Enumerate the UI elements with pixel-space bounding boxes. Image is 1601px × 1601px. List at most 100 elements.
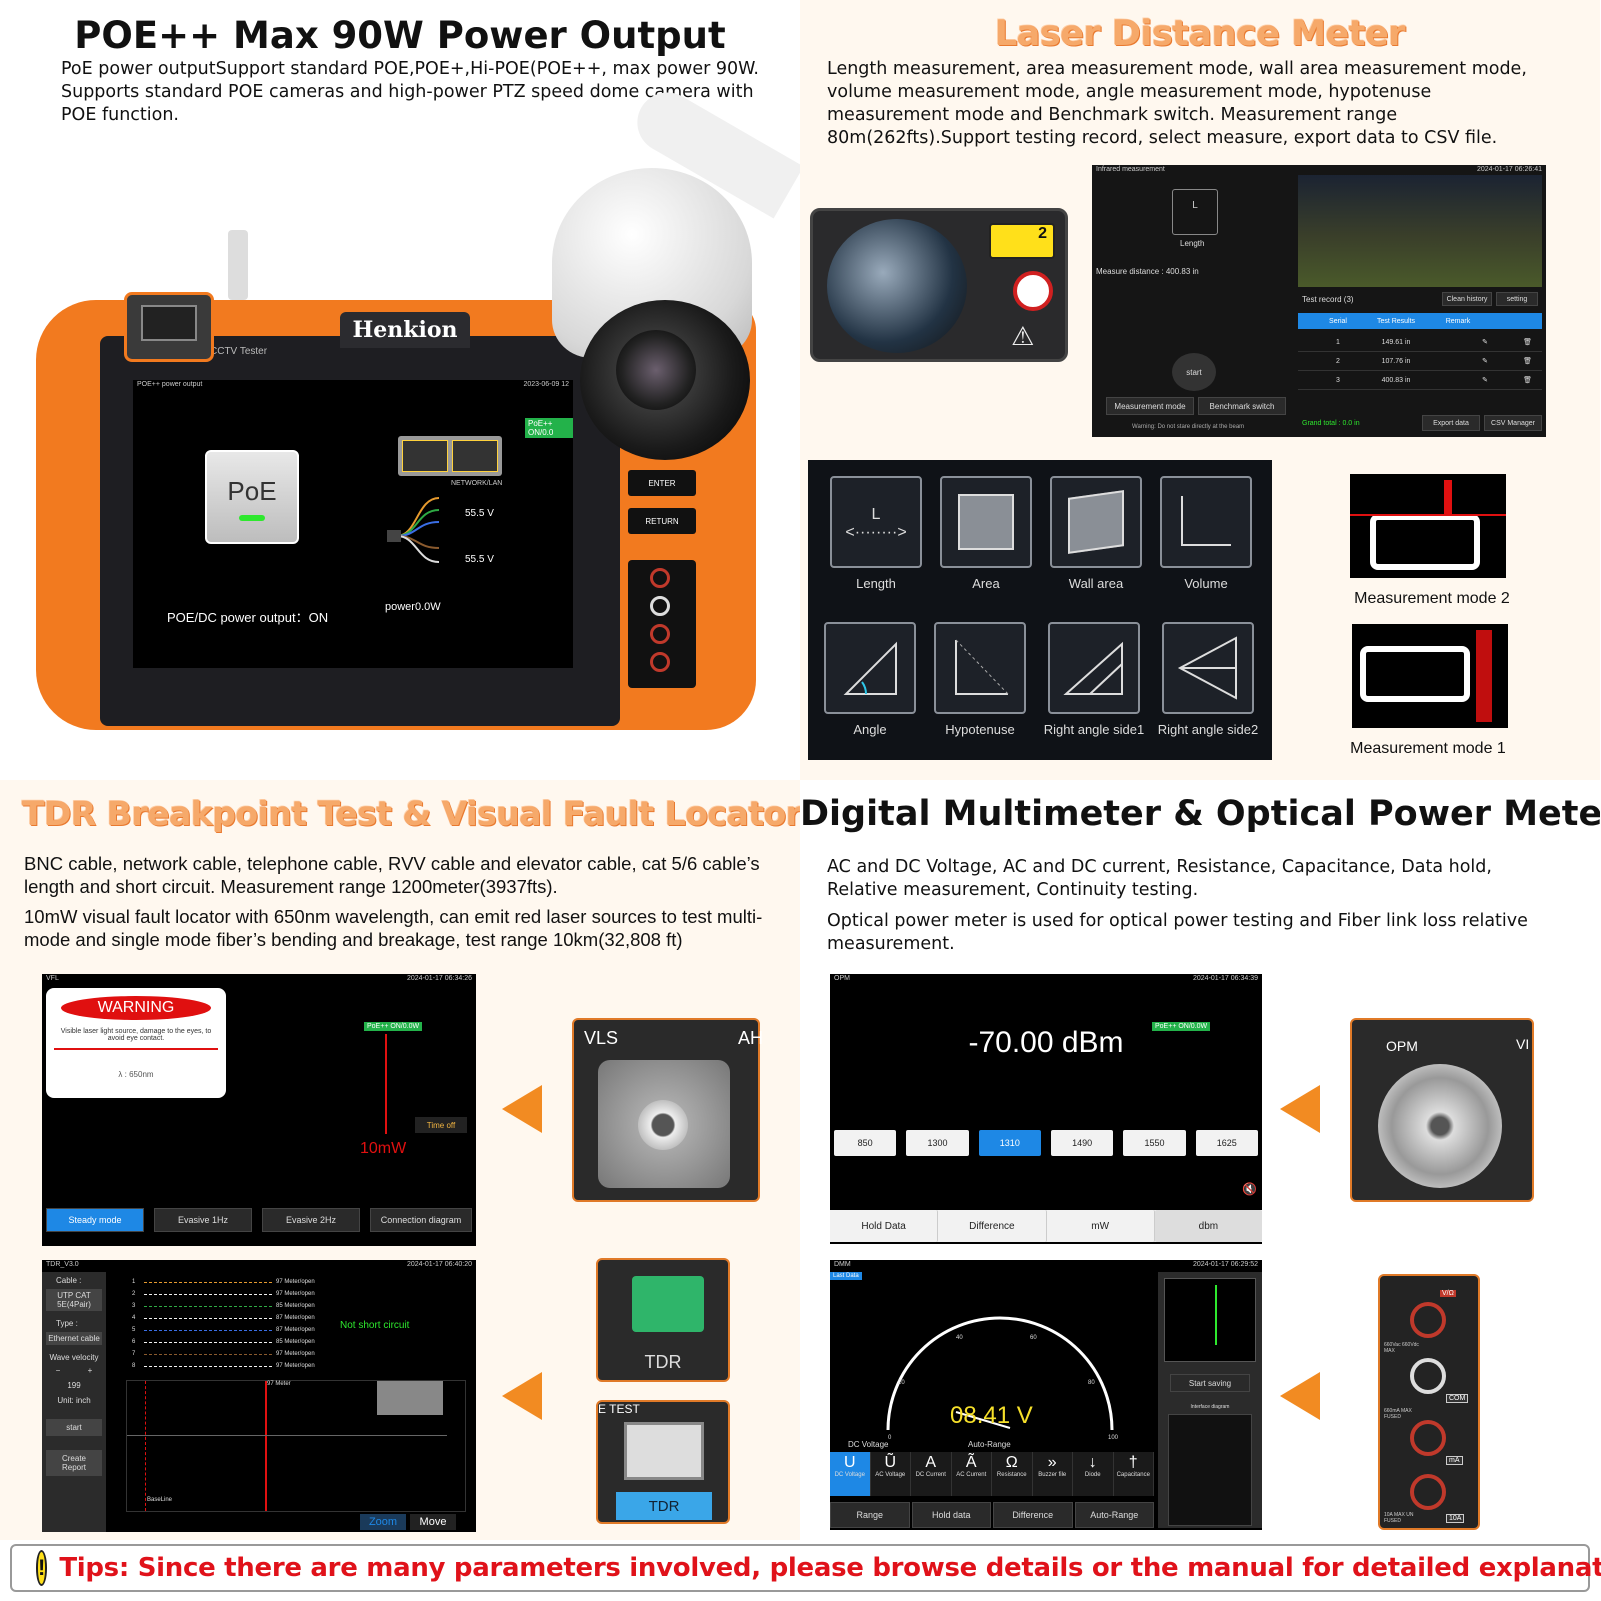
benchmark-switch-button[interactable]: Benchmark switch (1198, 397, 1286, 415)
wavelength-1490-button[interactable]: 1490 (1050, 1130, 1114, 1156)
type-value[interactable]: Ethernet cable (46, 1332, 102, 1345)
dbm-button[interactable]: dbm (1154, 1210, 1262, 1242)
mode-right-angle-side1-tile[interactable] (1048, 622, 1140, 714)
last-data-tag[interactable]: Last Data (830, 1272, 862, 1280)
velocity-minus-button[interactable]: − (55, 1366, 61, 1375)
mode-length-tile[interactable]: L<········> (830, 476, 922, 568)
steady-mode-button[interactable]: Steady mode (46, 1208, 144, 1232)
pair-line (144, 1353, 272, 1355)
poe-toggle-button[interactable]: PoE (205, 450, 299, 544)
start-saving-button[interactable]: Start saving (1170, 1374, 1250, 1392)
return-button[interactable]: RETURN (628, 508, 696, 534)
mode-volume-tile[interactable] (1160, 476, 1252, 568)
mode-right-angle-side2-tile[interactable] (1162, 622, 1254, 714)
function-icon: ↓ (1088, 1454, 1097, 1471)
row-serial: 3 (1336, 376, 1340, 384)
vls-side-label: AH (738, 1028, 764, 1048)
mode-length-label: Length (856, 576, 896, 591)
wavelength-1310-button[interactable]: 1310 (978, 1130, 1041, 1156)
cable-value[interactable]: UTP CAT 5E(4Pair) (46, 1289, 102, 1311)
wavelength-850-button[interactable]: 850 (834, 1130, 897, 1156)
function-diode-button[interactable]: ↓Diode (1073, 1452, 1114, 1496)
rj45-port (124, 292, 214, 362)
start-button[interactable]: start (1172, 353, 1216, 391)
mode-hypotenuse-tile[interactable] (934, 622, 1026, 714)
clean-history-button[interactable]: Clean history (1442, 292, 1492, 306)
edit-icon[interactable]: ✎ (1482, 358, 1488, 365)
edit-icon[interactable]: ✎ (1482, 339, 1488, 346)
wavelength-1300-button[interactable]: 1300 (906, 1130, 969, 1156)
power-value: power0.0W (385, 601, 441, 613)
vfl-poe-tag: PoE++ ON/0.0W (364, 1022, 423, 1031)
hold-data-button[interactable]: Hold Data (830, 1210, 939, 1242)
measurement-mode-button[interactable]: Measurement mode (1106, 397, 1194, 415)
csv-manager-button[interactable]: CSV Manager (1484, 415, 1542, 431)
create-report-button[interactable]: Create Report (46, 1450, 102, 1476)
cursor-marker[interactable] (265, 1381, 267, 1511)
difference-dmm-button[interactable]: Difference (993, 1502, 1073, 1528)
function-icon: A (925, 1454, 937, 1471)
connection-diagram-button[interactable]: Connection diagram (370, 1208, 472, 1232)
function-label: AC Voltage (875, 1472, 906, 1478)
velocity-plus-button[interactable]: + (87, 1366, 93, 1375)
jack-label-ma: mA (1446, 1456, 1463, 1465)
tdr-screen-time: 2024-01-17 06:40:20 (407, 1261, 472, 1268)
setting-button[interactable]: setting (1496, 292, 1538, 306)
vfl-warning-card: WARNING Visible laser light source, dama… (46, 988, 226, 1098)
function-buzzer-file-button[interactable]: »Buzzer file (1032, 1452, 1073, 1496)
trash-icon[interactable]: 🗑 (1523, 377, 1532, 384)
time-off-button[interactable]: Time off (415, 1117, 467, 1133)
opm-description: Optical power meter is used for optical … (827, 911, 1528, 954)
trash-icon[interactable]: 🗑 (1523, 339, 1532, 346)
pair-number: 6 (132, 1339, 136, 1345)
evasive-2hz-button[interactable]: Evasive 2Hz (262, 1208, 360, 1232)
function-capacitance-button[interactable]: †Capacitance (1113, 1452, 1154, 1496)
wavelength-1550-button[interactable]: 1550 (1123, 1130, 1186, 1156)
auto-range-button[interactable]: Auto-Range (1074, 1502, 1154, 1528)
tdr-label-button: TDR (616, 1492, 712, 1520)
length-mode-icon[interactable]: L (1172, 189, 1218, 235)
difference-button[interactable]: Difference (938, 1210, 1047, 1242)
mw-button[interactable]: mW (1046, 1210, 1155, 1242)
hold-data-dmm-button[interactable]: Hold data (911, 1502, 991, 1528)
enter-button[interactable]: ENTER (628, 470, 696, 496)
dmm-screen-time: 2024-01-17 06:29:52 (1193, 1261, 1258, 1268)
dmm-opm-section: Digital Multimeter & Optical Power Meter… (800, 780, 1600, 1540)
dmm-title: Digital Multimeter & Optical Power Meter (800, 794, 1600, 834)
jack-10a-icon (1410, 1474, 1446, 1510)
tdr-start-button[interactable]: start (46, 1419, 102, 1436)
vfl-power: 10mW (360, 1140, 407, 1157)
laser-title: Laser Distance Meter (994, 14, 1406, 54)
jack-note-voltage: 660Vac 660Vdc MAX (1384, 1342, 1419, 1354)
export-data-button[interactable]: Export data (1422, 415, 1480, 431)
mode-wall-area-tile[interactable] (1050, 476, 1142, 568)
row-result: 149.61 in (1381, 338, 1411, 346)
mute-icon[interactable]: 🔇 (1242, 1182, 1257, 1196)
mode-area-tile[interactable] (940, 476, 1032, 568)
multimeter-jacks-photo: V/Ω 660Vac 660Vdc MAX COM 660mA MAX FUSE… (1378, 1274, 1480, 1530)
evasive-1hz-button[interactable]: Evasive 1Hz (154, 1208, 252, 1232)
zoom-button[interactable]: Zoom (360, 1514, 406, 1530)
trash-icon[interactable]: 🗑 (1523, 358, 1532, 365)
wavelength-1625-button[interactable]: 1625 (1195, 1130, 1258, 1156)
range-button[interactable]: Range (830, 1502, 910, 1528)
pair-number: 2 (132, 1291, 136, 1297)
edit-icon[interactable]: ✎ (1482, 377, 1488, 384)
move-button[interactable]: Move (410, 1514, 456, 1530)
arrow-to-jacks-icon (1280, 1372, 1320, 1420)
mode-angle-tile[interactable] (824, 622, 916, 714)
